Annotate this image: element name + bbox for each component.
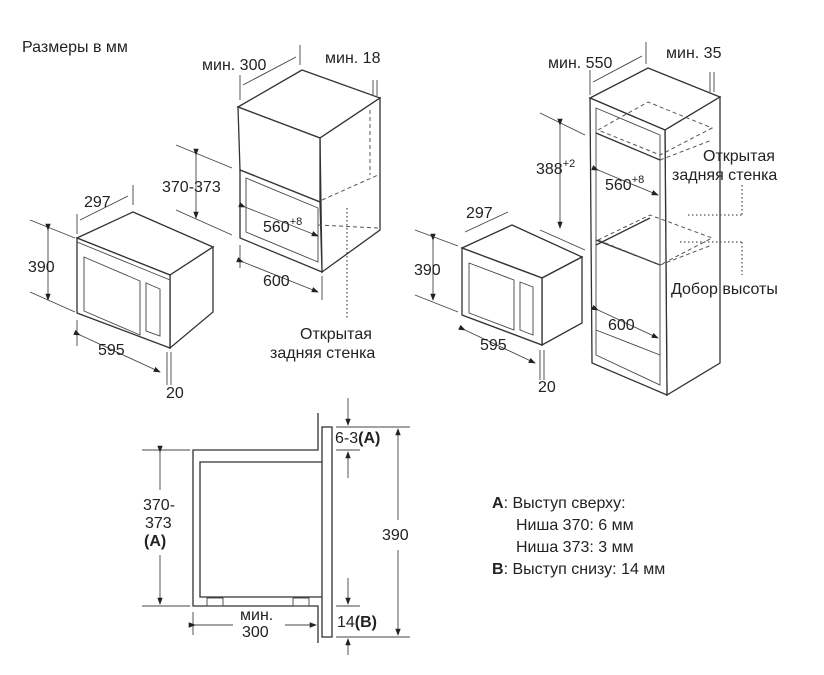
section-bottom-offset-value: 14 xyxy=(337,614,355,631)
legend-a-line2: Ниша 370: 6 мм xyxy=(516,517,634,534)
left-side-thickness: мин. 18 xyxy=(325,50,381,67)
right-cabinet-depth: мин. 550 xyxy=(548,55,612,72)
right-door-thickness: 20 xyxy=(538,379,556,396)
right-niche-height-value: 388 xyxy=(536,161,563,178)
left-device-width: 595 xyxy=(98,342,125,359)
right-tall-cabinet-drawing xyxy=(539,42,743,397)
legend-a-key: A xyxy=(492,495,504,512)
right-device-height: 390 xyxy=(414,262,441,279)
left-cabinet-width: 600 xyxy=(263,273,290,290)
right-side-thickness: мин. 35 xyxy=(666,45,722,62)
left-door-thickness: 20 xyxy=(166,385,184,402)
section-top-offset-value: 6-3 xyxy=(335,430,358,447)
right-filler-note: Добор высоты xyxy=(671,281,778,298)
right-niche-width: 560+8 xyxy=(605,174,644,194)
right-niche-height-tolerance: +2 xyxy=(563,158,576,170)
left-rear-wall-note-1: Открытая xyxy=(300,326,372,343)
left-niche-width: 560+8 xyxy=(263,216,302,236)
left-microwave-drawing xyxy=(29,185,215,385)
section-depth-2: 300 xyxy=(242,624,269,641)
left-niche-width-value: 560 xyxy=(263,219,290,236)
left-niche-height: 370-373 xyxy=(162,179,221,196)
left-cabinet-drawing xyxy=(175,45,382,318)
right-device-depth: 297 xyxy=(466,205,493,222)
section-niche-height-3: (A) xyxy=(144,533,166,550)
left-device-height: 390 xyxy=(28,259,55,276)
section-total-height: 390 xyxy=(382,527,409,544)
left-rear-wall-note-2: задняя стенка xyxy=(270,345,375,362)
section-bottom-offset: 14(B) xyxy=(337,614,377,631)
legend-b-text: : Выступ снизу: 14 мм xyxy=(504,561,666,578)
legend-b-key: B xyxy=(492,561,504,578)
units-title: Размеры в мм xyxy=(22,39,128,56)
left-niche-width-tolerance: +8 xyxy=(290,216,303,228)
side-section-drawing xyxy=(142,398,410,655)
section-top-offset-ref: (A) xyxy=(358,430,380,447)
right-cabinet-width: 600 xyxy=(608,317,635,334)
section-niche-height-1: 370- xyxy=(143,497,175,514)
section-bottom-offset-ref: (B) xyxy=(355,614,377,631)
left-cabinet-depth: мин. 300 xyxy=(202,57,266,74)
legend-b: B: Выступ снизу: 14 мм xyxy=(492,561,665,578)
left-device-depth: 297 xyxy=(84,194,111,211)
legend-a: A: Выступ сверху: xyxy=(492,495,626,512)
legend: A: Выступ сверху: Ниша 370: 6 мм Ниша 37… xyxy=(492,495,665,578)
right-niche-height: 388+2 xyxy=(536,158,575,178)
legend-a-line3: Ниша 373: 3 мм xyxy=(516,539,634,556)
right-microwave-drawing xyxy=(414,211,584,380)
right-niche-width-value: 560 xyxy=(605,177,632,194)
right-niche-width-tolerance: +8 xyxy=(632,174,645,186)
right-device-width: 595 xyxy=(480,337,507,354)
section-top-offset: 6-3(A) xyxy=(335,430,380,447)
legend-a-text: : Выступ сверху: xyxy=(504,495,626,512)
right-rear-wall-note-1: Открытая xyxy=(703,148,775,165)
section-niche-height-2: 373 xyxy=(145,515,172,532)
right-rear-wall-note-2: задняя стенка xyxy=(672,167,777,184)
section-depth-1: мин. xyxy=(240,607,273,624)
